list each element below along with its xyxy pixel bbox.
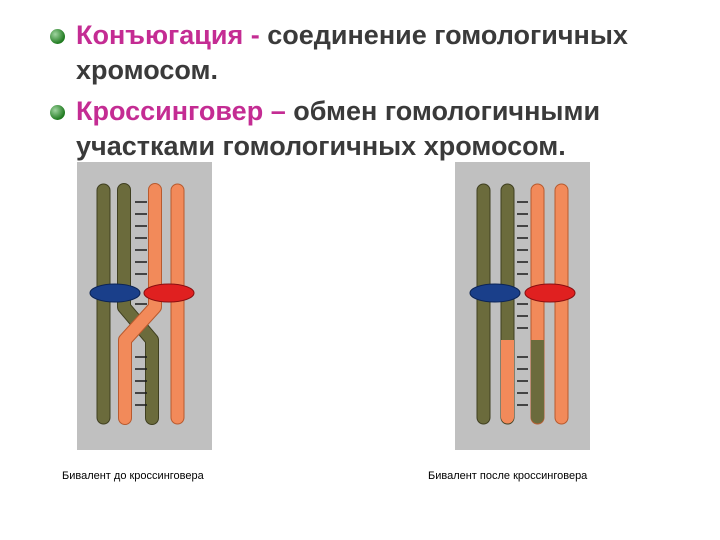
bivalent-after-figure <box>455 162 590 450</box>
bullet-list: Конъюгация - соединение гомологичных хро… <box>48 18 708 170</box>
definition-conjugation: соединение гомологичных хромосом. <box>76 20 628 85</box>
bullet-crossing-over: Кроссинговер – обмен гомологичными участ… <box>48 94 708 164</box>
bullet-icon <box>50 105 65 120</box>
term-crossing-over: Кроссинговер <box>76 96 264 126</box>
term-dash: - <box>243 20 260 50</box>
caption-before: Бивалент до кроссинговера <box>62 470 204 482</box>
bullet-icon <box>50 29 65 44</box>
bivalent-before-illustration <box>89 183 195 425</box>
bivalent-after-illustration <box>469 183 576 425</box>
bullet-conjugation: Конъюгация - соединение гомологичных хро… <box>48 18 708 88</box>
definition-crossing-over: обмен гомологичными участками гомологичн… <box>76 96 601 161</box>
bivalent-before-figure <box>77 162 212 450</box>
term-dash: – <box>263 96 286 126</box>
term-conjugation: Конъюгация <box>76 20 244 50</box>
caption-after: Бивалент после кроссинговера <box>428 470 588 482</box>
